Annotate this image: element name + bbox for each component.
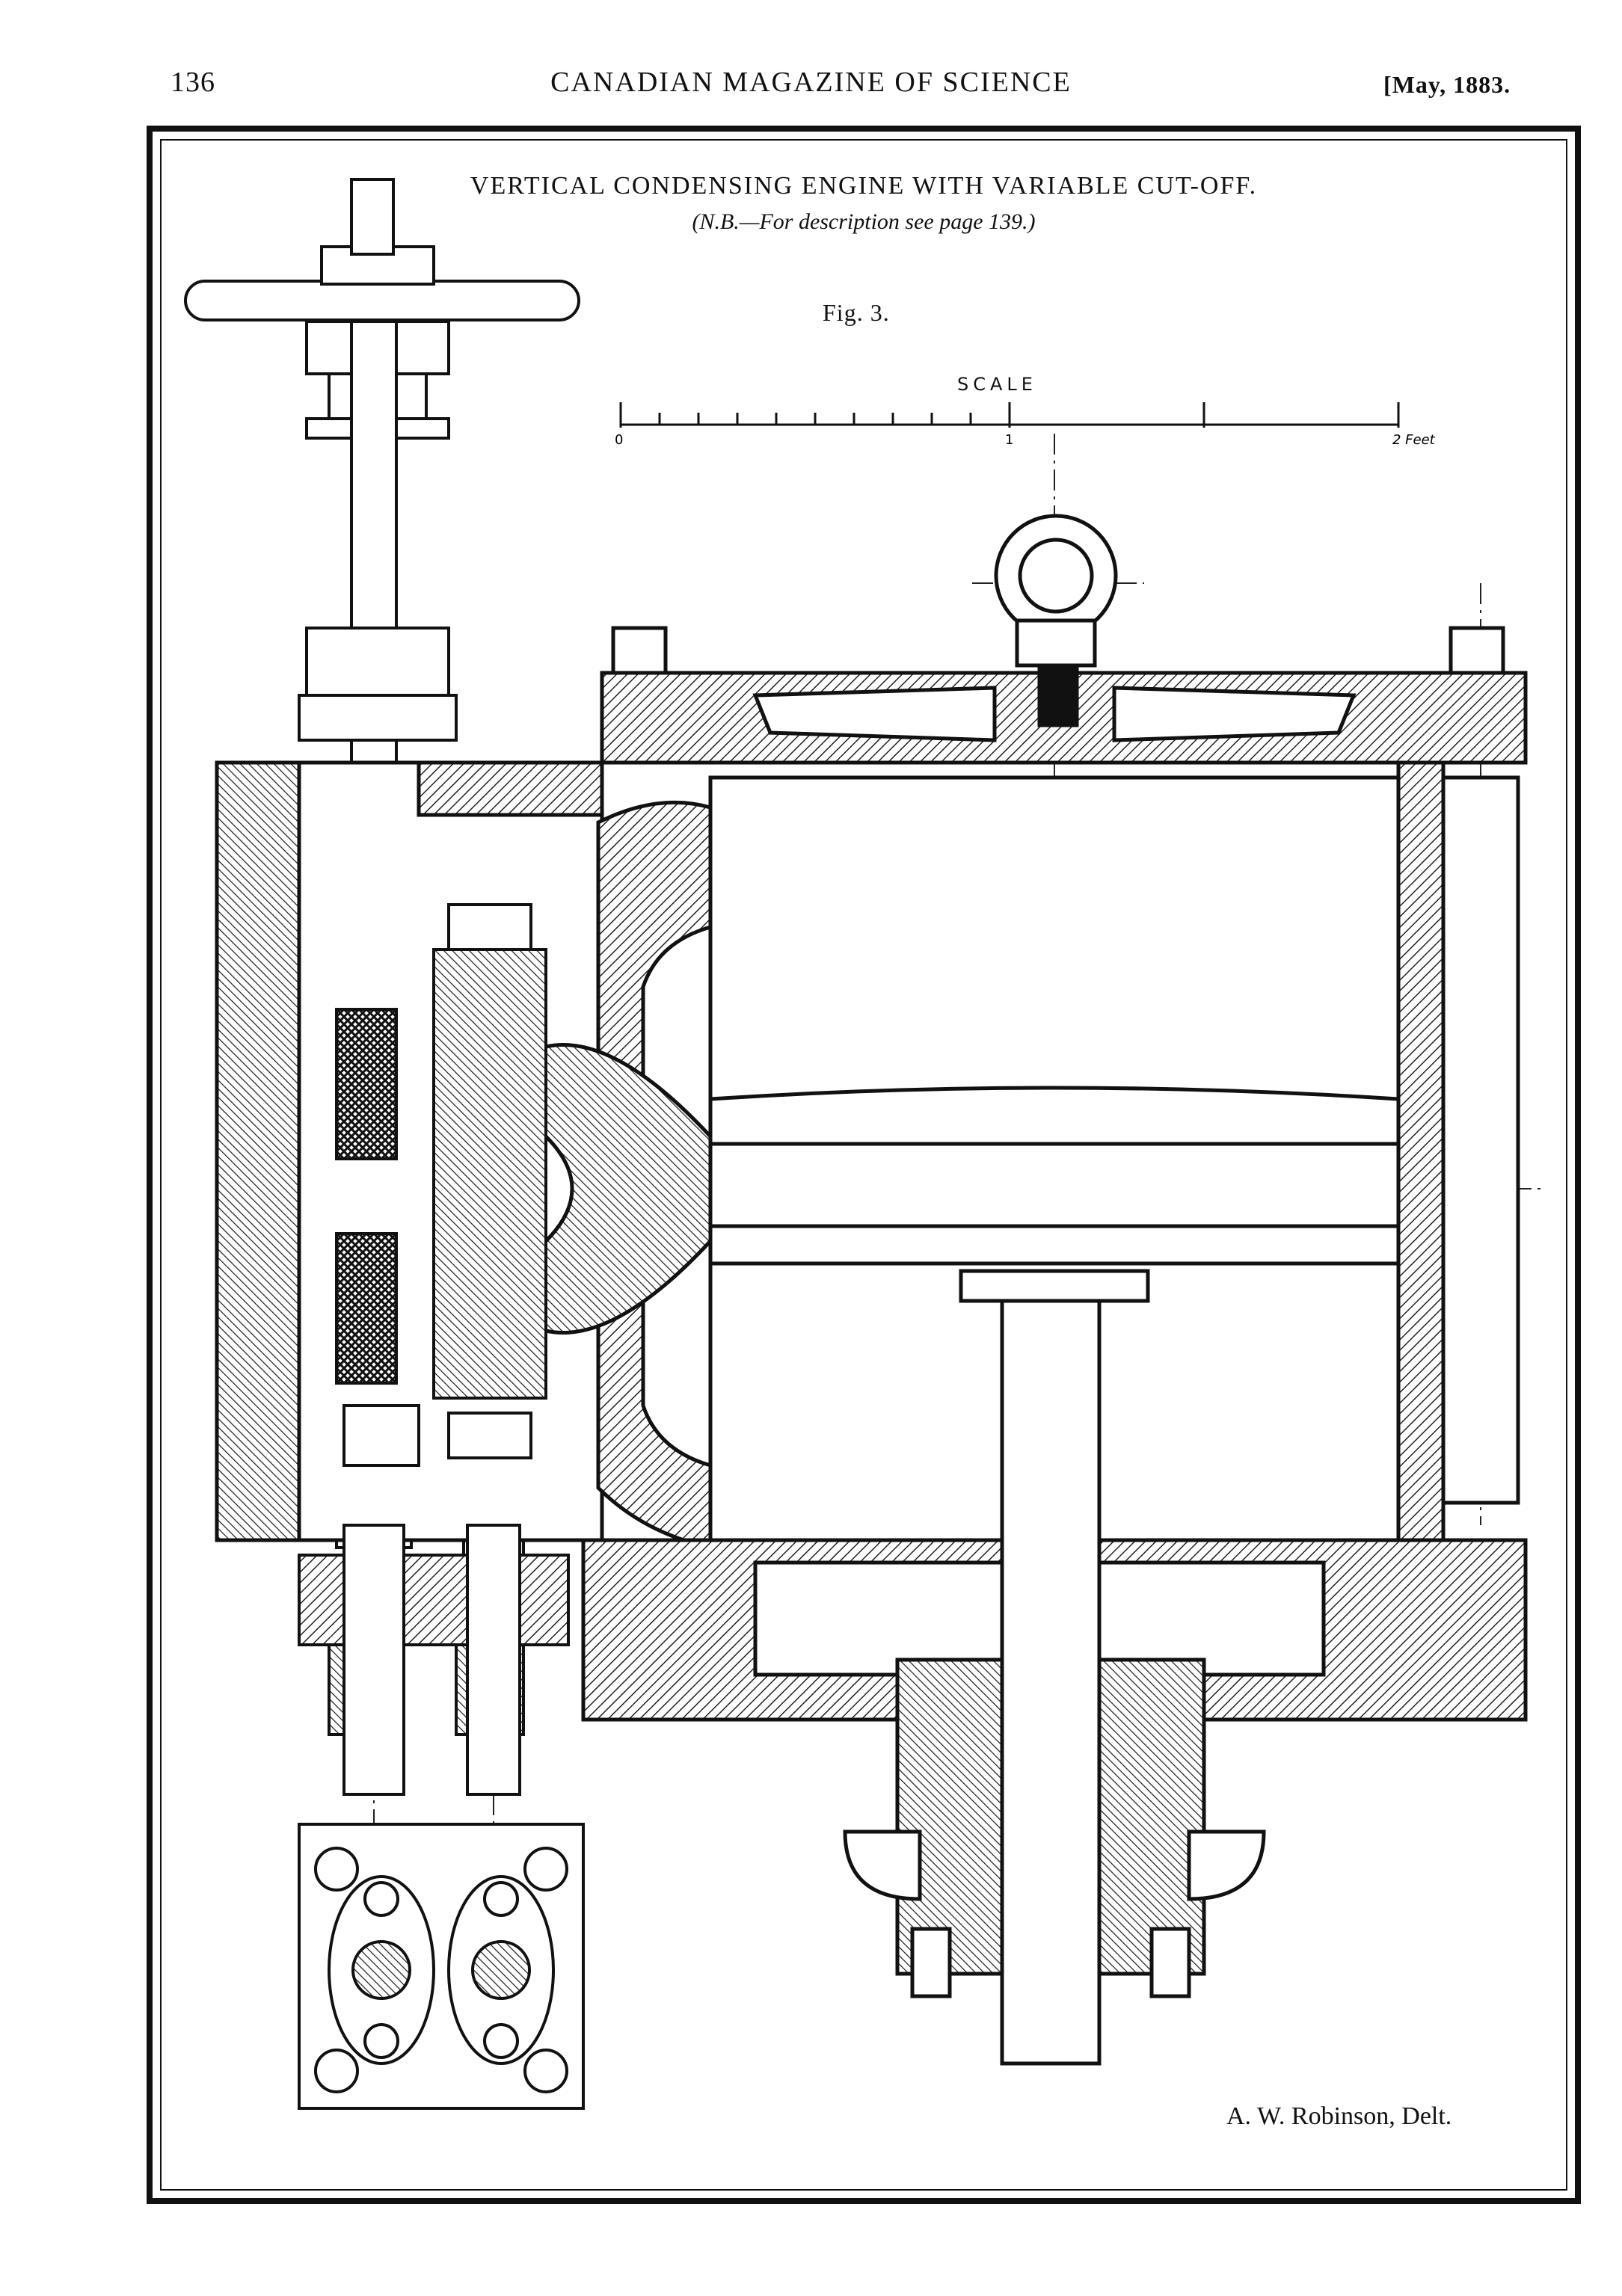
- scale-tick-0: 0: [615, 432, 623, 448]
- plate-note: (N.B.—For description see page 139.): [692, 209, 1036, 234]
- plate-title: VERTICAL CONDENSING ENGINE WITH VARIABLE…: [470, 172, 1258, 200]
- scale-tick-2: 2 Feet: [1392, 432, 1436, 448]
- plate-frame-outer: [147, 126, 1581, 2204]
- piston-rod: [843, 1269, 1266, 2066]
- scale-bar: [619, 402, 1400, 428]
- flange-plan-view: [298, 1823, 585, 2110]
- slide-valves: [335, 903, 547, 1467]
- scale-label: SCALE: [957, 374, 1037, 395]
- figure-label: Fig. 3.: [823, 299, 890, 326]
- valve-glands: [298, 1524, 570, 1796]
- plate-frame-inner: [160, 139, 1567, 2191]
- issue-date: [May, 1883.: [1383, 71, 1511, 98]
- journal-title: CANADIAN MAGAZINE OF SCIENCE: [550, 67, 1072, 98]
- draughtsman-credit: A. W. Robinson, Delt.: [1226, 2102, 1452, 2130]
- hand-wheel: [184, 178, 580, 321]
- page-number: 136: [171, 67, 215, 98]
- scale-tick-1: 1: [1005, 432, 1013, 448]
